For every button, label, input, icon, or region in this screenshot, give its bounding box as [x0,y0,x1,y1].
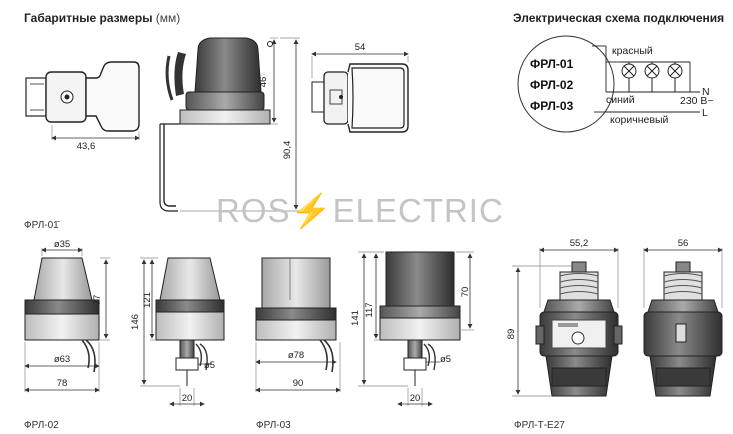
dim-d78: ø78 [288,350,304,361]
line-label: L [702,107,708,119]
dim-89: 89 [506,329,517,340]
dim-121: 121 [142,292,153,308]
rosselectric-watermark: ROS⚡ELECTRIC [216,192,504,231]
frl01-side-view [159,37,300,212]
voltage-label: 230 В~ [680,95,714,107]
frl02-front-view [24,247,110,393]
dim-70: 70 [460,287,471,298]
caption-frl02: ФРЛ-02 [24,420,59,431]
frl01-top-view [25,61,140,141]
watermark-right: ELECTRIC [332,192,504,229]
dimensions-unit: (мм) [155,11,181,25]
wiring-heading: Электрическая схема подключения [513,11,725,25]
watermark-left: ROS [216,192,291,229]
frl02-side-view [140,257,225,407]
caption-frlte27: ФРЛ-Т-Е27 [514,420,565,431]
model-frl02-label: ФРЛ-02 [530,78,574,92]
dim-55-2: 55,2 [570,238,589,249]
frlte27-side-view [643,247,723,397]
wire-red-label: красный [612,45,653,57]
model-frl03-label: ФРЛ-03 [530,99,574,113]
dim-90-4: 90,4 [282,141,293,160]
lamp-3 [667,62,683,92]
dim-90: 90 [293,378,304,389]
dim-77: 77 [92,295,103,306]
dimensions-heading: Габаритные размеры (мм) [24,11,180,25]
model-frl01-label: ФРЛ-01 [530,57,574,71]
dim-20-frl03: 20 [410,393,421,404]
frl03-side-view [358,251,474,407]
dim-46: 46 [258,77,269,88]
dim-d5-frl02: ø5 [204,360,215,371]
frlte27-front-view [512,247,623,397]
dim-78: 78 [57,378,68,389]
dim-141: 141 [350,310,361,326]
dim-43-6: 43,6 [77,141,96,152]
dim-54: 54 [355,42,366,53]
dim-d63: ø63 [54,354,70,365]
lightning-icon: ⚡ [290,192,333,229]
caption-frl01: ФРЛ-01̆ [24,220,59,231]
wiring-schematic [517,35,700,133]
wire-brown-label: коричневый [610,114,668,126]
dim-d5-frl03: ø5 [440,354,451,365]
dim-d35: ø35 [54,239,70,250]
dim-117: 117 [364,302,375,317]
dim-20-frl02: 20 [182,393,193,404]
caption-frl03: ФРЛ-03 [256,420,291,431]
neutral-label: N [702,86,710,98]
wire-blue-label: синий [606,94,635,106]
frl03-front-view [255,257,341,393]
dim-146: 146 [130,314,141,330]
dim-56: 56 [678,238,689,249]
dimensions-title: Габаритные размеры [24,11,153,25]
lamp-1 [621,62,637,92]
lamp-2 [644,62,660,92]
frl01-bracket-view [311,51,409,133]
